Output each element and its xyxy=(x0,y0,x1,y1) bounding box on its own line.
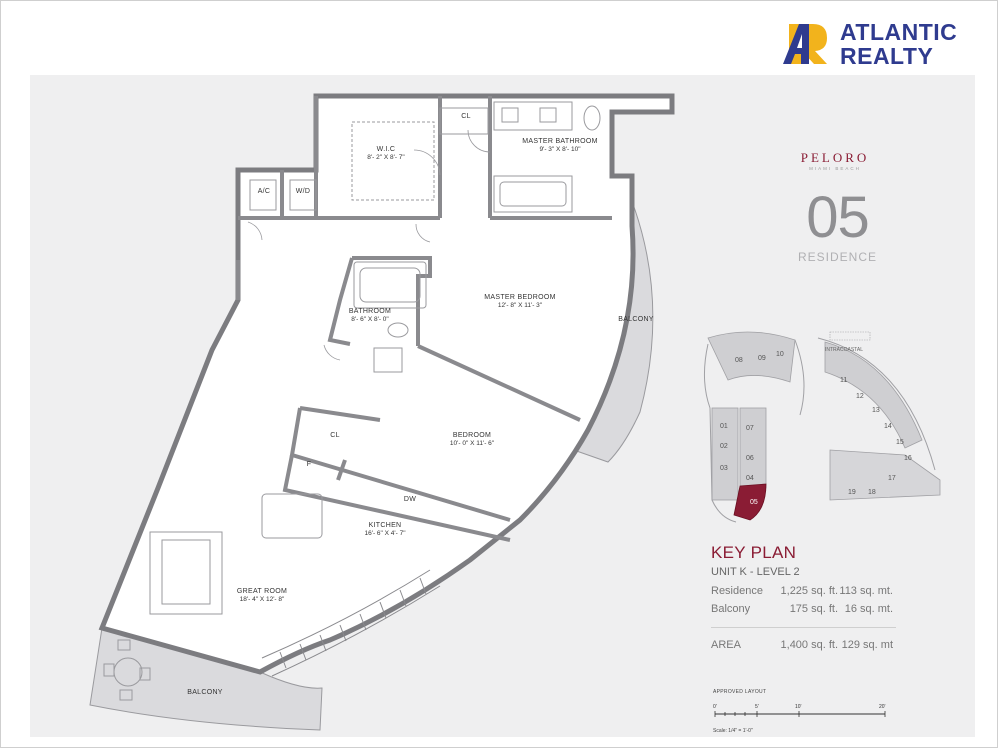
scale-note: Scale: 1/4" = 1'-0" xyxy=(713,728,753,734)
key-plan-unit-label: 08 xyxy=(735,357,743,364)
room-balcony-right: BALCONY xyxy=(618,316,654,323)
key-plan-unit-label: 11 xyxy=(840,377,847,384)
key-plan-unit-label: 04 xyxy=(746,475,754,482)
key-plan-intracoastal: INTRACOASTAL xyxy=(825,347,863,353)
room-cl-top: CL xyxy=(461,113,471,120)
key-plan-unit-label: 18 xyxy=(868,489,876,496)
key-plan-unit-label: 01 xyxy=(720,423,728,430)
key-plan-unit-label: 03 xyxy=(720,465,728,472)
floor-plan-drawing xyxy=(89,93,675,731)
key-plan-diagram: 01 02 03 04 05 06 07 08 09 10 11 12 13 14 15 16 17 18 19 I… xyxy=(703,331,941,523)
key-plan-unit-label: 14 xyxy=(884,423,892,430)
key-plan-unit-label: 19 xyxy=(848,489,856,496)
key-plan-unit-label: 05 xyxy=(750,499,758,506)
approved-layout-label: APPROVED LAYOUT xyxy=(713,689,767,695)
appliance-fridge: F xyxy=(306,461,312,468)
residence-number: 05 xyxy=(806,185,870,250)
exterior-wall xyxy=(98,93,675,675)
room-ac: A/C xyxy=(257,188,271,195)
room-balcony-bottom: BALCONY xyxy=(187,689,223,696)
key-plan-unit-level: UNIT K - LEVEL 2 xyxy=(711,566,800,578)
appliance-dishwasher: DW xyxy=(403,496,417,503)
key-plan-unit-label: 16 xyxy=(904,455,912,462)
scale-tick: 20' xyxy=(879,704,886,710)
key-plan-title: KEY PLAN xyxy=(711,543,797,562)
key-plan-unit-label: 13 xyxy=(872,407,880,414)
scale-tick: 0' xyxy=(713,704,717,710)
key-plan-unit-label: 12 xyxy=(856,393,864,400)
scale-tick: 10' xyxy=(795,704,802,710)
room-wd: W/D xyxy=(295,188,311,195)
balcony-bottom-area xyxy=(89,627,323,731)
area-divider xyxy=(711,627,896,628)
residence-label: RESIDENCE xyxy=(797,250,877,264)
key-plan-unit-label: 17 xyxy=(888,475,896,482)
key-plan-unit-label: 07 xyxy=(746,425,754,432)
key-plan-unit-label: 02 xyxy=(720,443,728,450)
scale-tick: 5' xyxy=(755,704,759,710)
key-plan-unit-label: 09 xyxy=(758,355,766,362)
atlantic-realty-logo-icon xyxy=(783,24,827,64)
key-plan-unit-label: 10 xyxy=(776,351,784,358)
key-plan-unit-label: 06 xyxy=(746,455,754,462)
key-plan-unit-label: 15 xyxy=(896,439,904,446)
brand-name: ATLANTIC REALTY xyxy=(840,19,958,69)
room-cl-mid: CL xyxy=(330,432,340,439)
building-logo: PELORO MIAMI BEACH xyxy=(800,150,870,171)
scale-bar: 0' 5' 10' 20' xyxy=(713,704,886,717)
